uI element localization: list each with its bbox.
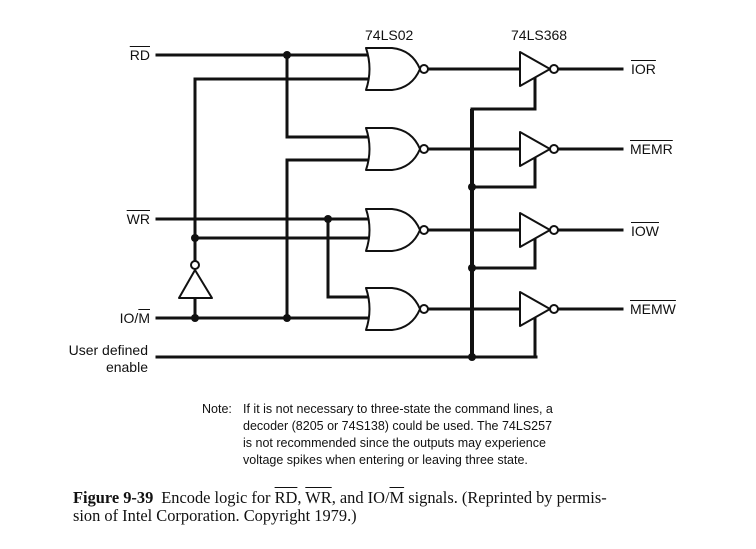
rd-text: RD xyxy=(129,47,150,63)
note-label: Note: xyxy=(202,402,232,416)
junction-dot xyxy=(191,314,199,322)
junction-dot xyxy=(283,314,291,322)
nor-gate-4 xyxy=(365,287,429,331)
nor-gate-1 xyxy=(365,47,429,91)
io-m-overlined: M xyxy=(138,310,150,326)
user-enable-line1: User defined xyxy=(68,342,148,358)
output-label-memw: MEMW xyxy=(630,301,676,317)
caption-rd: RD xyxy=(274,488,298,507)
caption-line1: Figure 9-39 Encode logic for RD, WR, and … xyxy=(73,489,607,507)
buffer-4 xyxy=(519,291,559,327)
output-label-ior: IOR xyxy=(631,61,656,77)
buffer-2 xyxy=(519,131,559,167)
wire-wr-branch xyxy=(326,217,372,299)
nor-gate-2 xyxy=(365,127,429,171)
wire-io-m-inverted-to-gate1 xyxy=(193,77,372,263)
chip-label-buffer: 74LS368 xyxy=(511,27,568,43)
io-m-prefix: IO/ xyxy=(119,310,139,326)
junction-dot xyxy=(191,234,199,242)
junction-dot xyxy=(468,353,476,361)
wire-enable-buffer-3 xyxy=(470,237,537,270)
note-line: If it is not necessary to three-state th… xyxy=(243,402,553,416)
caption-sep2: , and IO/ xyxy=(331,488,390,507)
caption-sep1: , xyxy=(297,488,306,507)
wr-text: WR xyxy=(126,211,150,227)
figure-number: Figure 9-39 xyxy=(73,488,154,507)
output-label-memr: MEMR xyxy=(630,141,673,157)
wire-enable-buffer-1 xyxy=(470,76,537,111)
input-label-rd: RD xyxy=(130,47,150,63)
junction-dot xyxy=(283,51,291,59)
inverter-bubble-icon xyxy=(190,260,200,270)
wire-enable-buffer-4 xyxy=(533,316,538,359)
note-text: If it is not necessary to three-state th… xyxy=(243,401,553,469)
caption-wr: WR xyxy=(305,488,332,507)
input-label-io-m: IO/M xyxy=(120,310,150,326)
wire-io-m-branch xyxy=(285,158,372,320)
input-label-user-enable: User defined enable xyxy=(69,342,148,376)
buffer-3 xyxy=(519,212,559,248)
wire-enable-buffer-2 xyxy=(470,156,537,189)
caption-text-a: Encode logic for xyxy=(161,488,275,507)
nor-gate-3 xyxy=(365,208,429,252)
output-label-iow: IOW xyxy=(631,223,659,239)
junction-dot xyxy=(468,264,476,272)
junction-dot xyxy=(324,215,332,223)
junction-dot xyxy=(468,183,476,191)
figure-caption: Figure 9-39 Encode logic for RD, WR, and … xyxy=(73,489,607,525)
wire-rd-branch xyxy=(285,53,372,139)
caption-line2: sion of Intel Corporation. Copyright 197… xyxy=(73,506,357,525)
input-label-wr: WR xyxy=(127,211,150,227)
chip-label-nor: 74LS02 xyxy=(365,27,414,43)
caption-text-b: signals. (Reprinted by permis- xyxy=(404,488,607,507)
inverter-triangle-icon xyxy=(178,269,213,299)
caption-m: M xyxy=(389,488,405,507)
note-line: voltage spikes when entering or leaving … xyxy=(243,453,528,467)
user-enable-line2: enable xyxy=(105,359,148,375)
note-line: is not recommended since the outputs may… xyxy=(243,436,546,450)
note-line: decoder (8205 or 74S138) could be used. … xyxy=(243,419,553,433)
buffer-1 xyxy=(519,51,559,87)
